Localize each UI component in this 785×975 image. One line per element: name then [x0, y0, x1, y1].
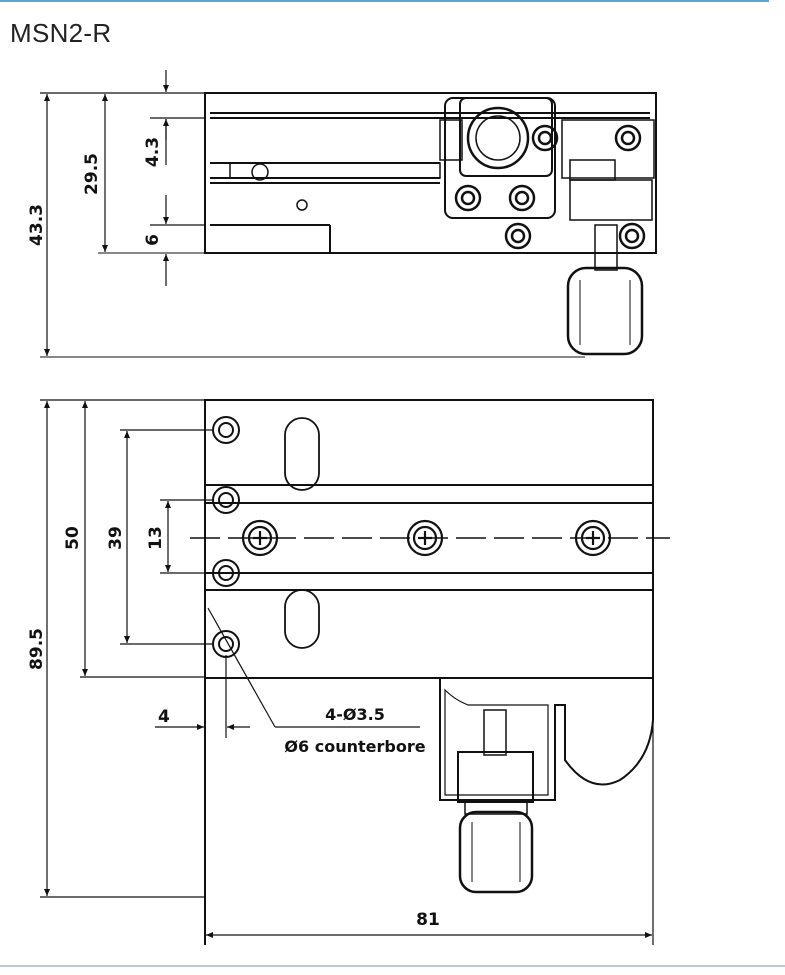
- micrometer-thimble: [457, 751, 534, 803]
- mounting-hole-icons: [212, 416, 240, 658]
- page-title: MSN2-R: [10, 18, 112, 48]
- side-dim-base-thickness: 6: [143, 234, 163, 246]
- slot-upper: [284, 417, 320, 491]
- bottom-rule: [0, 965, 785, 967]
- side-knob-shaft: [594, 224, 618, 271]
- side-dim-top-gap: 4.3: [143, 137, 163, 167]
- side-dim-total-height: 43.3: [27, 204, 47, 246]
- pin-hole: [296, 199, 308, 211]
- carriage-plate: [229, 162, 441, 179]
- top-dim-hole-offset: 4: [158, 707, 170, 727]
- top-dim-total-length: 89.5: [27, 628, 47, 670]
- top-view: [204, 399, 654, 945]
- slot-lower: [284, 589, 320, 649]
- hole-callout-line1: 4-Ø3.5: [325, 705, 385, 724]
- side-dimensions: [40, 70, 205, 356]
- top-dim-body-width: 50: [63, 526, 83, 550]
- top-dim-width: 81: [416, 910, 440, 930]
- side-knob: [566, 266, 644, 356]
- top-dimensions: [40, 399, 654, 945]
- hole-callout-line2: Ø6 counterbore: [284, 737, 425, 756]
- side-dim-body-height: 29.5: [82, 153, 102, 195]
- top-dim-hole-pitch-outer: 39: [106, 526, 126, 550]
- micrometer-barrel-end: [466, 106, 530, 170]
- top-dim-hole-pitch-inner: 13: [146, 526, 166, 550]
- side-screw-icons: [454, 124, 646, 250]
- micrometer-housing: [439, 678, 654, 801]
- side-view: [40, 92, 657, 358]
- top-rule: [0, 0, 769, 2]
- top-knob: [458, 810, 534, 894]
